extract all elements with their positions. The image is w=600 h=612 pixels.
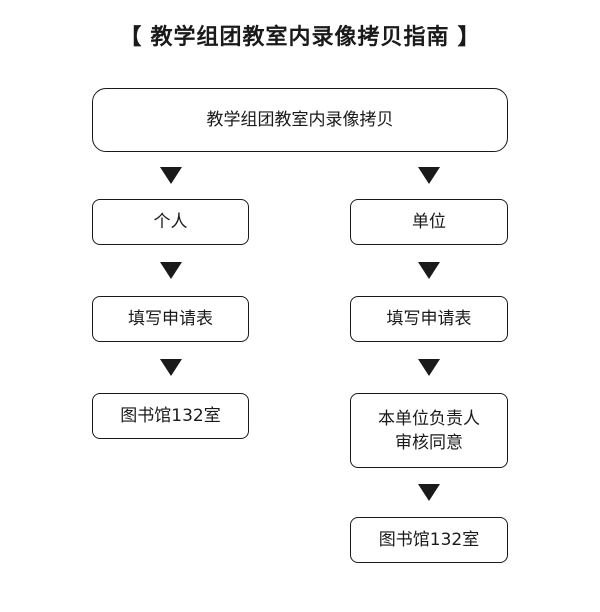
left-step-2-box: 填写申请表 — [92, 296, 249, 342]
arrow-down-icon — [418, 262, 440, 279]
arrow-down-icon — [160, 359, 182, 376]
flow-start-box: 教学组团教室内录像拷贝 — [92, 88, 508, 152]
left-step-3-box: 图书馆132室 — [92, 393, 249, 439]
arrow-down-icon — [418, 167, 440, 184]
right-step-1-box: 单位 — [350, 199, 508, 245]
arrow-down-icon — [418, 359, 440, 376]
right-step-1-label: 单位 — [412, 212, 446, 232]
left-step-2-label: 填写申请表 — [128, 309, 213, 329]
arrow-down-icon — [160, 262, 182, 279]
left-step-1-label: 个人 — [153, 212, 188, 232]
right-step-3-label: 本单位负责人 审核同意 — [378, 408, 480, 453]
title-bracket-left: 【 — [119, 25, 143, 50]
right-step-4-box: 图书馆132室 — [350, 517, 508, 563]
guide-title: 【教学组团教室内录像拷贝指南】 — [0, 20, 600, 56]
flow-start-label: 教学组团教室内录像拷贝 — [206, 110, 394, 130]
arrow-down-icon — [418, 484, 440, 501]
left-step-1-box: 个人 — [92, 199, 249, 245]
arrow-down-icon — [160, 167, 182, 184]
right-step-4-label: 图书馆132室 — [378, 530, 480, 550]
right-step-2-box: 填写申请表 — [350, 296, 508, 342]
right-step-2-label: 填写申请表 — [386, 309, 472, 329]
title-text: 教学组团教室内录像拷贝指南 — [150, 25, 450, 50]
title-bracket-right: 】 — [457, 25, 481, 50]
left-step-3-label: 图书馆132室 — [120, 406, 221, 426]
right-step-3-box: 本单位负责人 审核同意 — [350, 393, 508, 468]
